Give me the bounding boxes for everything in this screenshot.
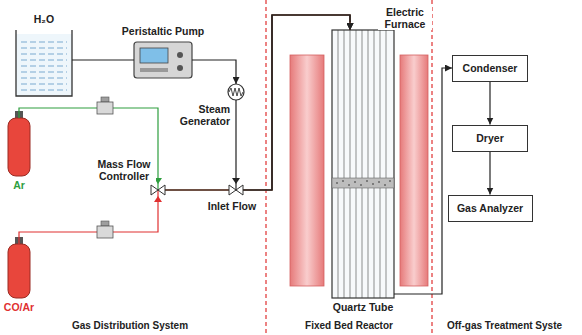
- flow-arrowhead: [232, 178, 240, 184]
- furnace-heater: [400, 55, 428, 286]
- gas-cylinder: CO/Ar: [8, 244, 30, 298]
- box-label: Gas Analyzer: [457, 202, 523, 214]
- three-way-valve: [151, 185, 165, 195]
- box-label: Condenser: [463, 62, 518, 74]
- section-title: Off-gas Treatment Syste: [446, 320, 563, 332]
- catalyst-bed: [332, 178, 394, 188]
- part-label: Ar: [13, 179, 25, 191]
- pump-screen: [140, 48, 168, 63]
- part-label: Quartz Tube: [333, 301, 393, 313]
- section-title: Gas Distribution System: [71, 320, 189, 332]
- peristaltic-pump: Peristaltic Pump: [134, 42, 192, 78]
- process-box: Condenser: [452, 55, 528, 82]
- tube-channels: [338, 30, 386, 298]
- quartz-tube: Quartz Tube: [332, 30, 394, 298]
- flow-line: [489, 82, 490, 125]
- inlet-line: [158, 15, 350, 190]
- gas-cylinder: [8, 244, 30, 298]
- flow-line: [192, 60, 236, 84]
- heat-exchanger-symbol: [228, 84, 244, 100]
- mass-flow-controller: [97, 226, 113, 238]
- quartz-tube: [332, 30, 394, 298]
- part-label: Steam Generator: [172, 103, 230, 127]
- section-title: Fixed Bed Reactor: [304, 320, 394, 332]
- part-label: Mass Flow Controller: [92, 158, 156, 182]
- part-label: Electric Furnace: [378, 6, 432, 30]
- pump-slot: [140, 68, 168, 72]
- pump-knob: [177, 52, 183, 58]
- process-box: Dryer: [452, 125, 528, 152]
- pump-knob: [177, 65, 183, 71]
- region-divider: [265, 0, 266, 335]
- three-way-valve: [229, 185, 243, 195]
- region-divider: [431, 0, 432, 335]
- part-label: Peristaltic Pump: [122, 25, 204, 37]
- flow-arrowhead: [154, 196, 162, 202]
- water-tank: H₂O: [16, 30, 72, 96]
- gas-cylinder: [8, 118, 30, 176]
- part-label: CO/Ar: [4, 301, 34, 313]
- part-label: Inlet Flow: [207, 200, 257, 212]
- flow-line: [236, 15, 350, 190]
- part-label: H₂O: [34, 13, 54, 25]
- flow-line: [394, 68, 452, 294]
- water-lines: [21, 42, 67, 90]
- mfc-head: [101, 97, 109, 102]
- mfc-head: [101, 221, 109, 226]
- steam-generator: Steam Generator: [228, 84, 244, 100]
- flow-line: [19, 15, 350, 190]
- process-box: Gas Analyzer: [448, 195, 533, 222]
- catalyst-particles: [336, 180, 391, 186]
- water: [16, 34, 72, 96]
- mass-flow-controller: [97, 102, 113, 114]
- pump-body: [134, 42, 192, 78]
- flow-line: [489, 152, 490, 195]
- flow-line: [72, 59, 134, 60]
- box-label: Dryer: [476, 132, 503, 144]
- furnace-heater: [290, 55, 324, 286]
- heat-exchanger-coil: [229, 88, 243, 96]
- water-tank: [16, 30, 72, 96]
- flow-line: [19, 15, 350, 244]
- gas-cylinder: Ar: [8, 118, 30, 176]
